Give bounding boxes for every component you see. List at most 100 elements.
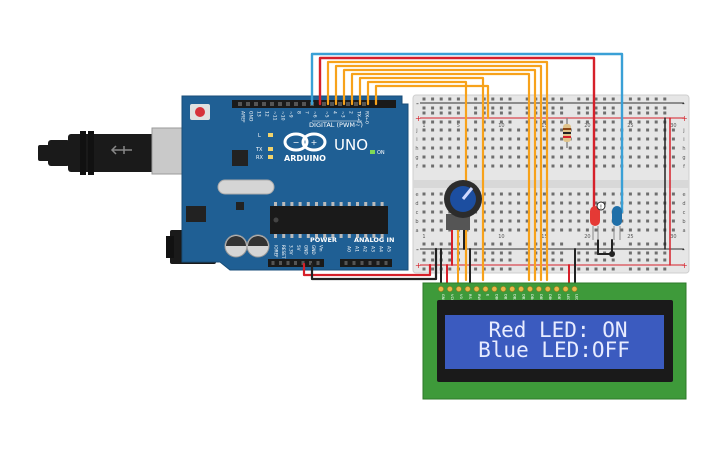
digital-pin[interactable] bbox=[278, 102, 282, 106]
svg-text:+: + bbox=[415, 114, 422, 123]
digital-pin[interactable] bbox=[286, 102, 290, 106]
breadboard-rail-signs: ++ ++ bbox=[415, 114, 688, 270]
digital-pin[interactable] bbox=[354, 102, 358, 106]
breadboard-row-letter: h bbox=[682, 146, 685, 152]
digital-pin-label: 12 bbox=[264, 111, 270, 117]
lcd-pin-label: DB2 bbox=[512, 294, 516, 302]
svg-text:−: − bbox=[293, 138, 300, 147]
lcd-pin[interactable] bbox=[571, 286, 578, 292]
digital-pin[interactable] bbox=[302, 102, 306, 106]
power-pin[interactable] bbox=[316, 261, 320, 265]
analog-pin[interactable] bbox=[368, 261, 372, 265]
digital-pin[interactable] bbox=[246, 102, 250, 106]
digital-pin[interactable] bbox=[270, 102, 274, 106]
arduino-model: UNO bbox=[334, 136, 368, 154]
breadboard-row-letter: a bbox=[682, 228, 685, 234]
power-pin[interactable] bbox=[286, 261, 290, 265]
lcd-line-1: Red LED: ON bbox=[488, 318, 627, 342]
lcd-pin[interactable] bbox=[464, 286, 471, 292]
lcd-pin[interactable] bbox=[536, 286, 542, 292]
digital-pin[interactable] bbox=[346, 102, 350, 106]
lcd-pin-label: VCC bbox=[450, 294, 454, 302]
breadboard-row-letter: a bbox=[415, 228, 418, 234]
lcd-pin[interactable] bbox=[553, 286, 560, 292]
lcd-pin[interactable] bbox=[544, 286, 551, 292]
lcd-pin[interactable] bbox=[562, 286, 569, 292]
digital-pin[interactable] bbox=[322, 102, 326, 106]
analog-pin-label: A1 bbox=[354, 246, 360, 252]
digital-pin[interactable] bbox=[338, 102, 342, 106]
digital-pin-label: ~9 bbox=[288, 111, 294, 118]
analog-pin[interactable] bbox=[376, 261, 380, 265]
svg-text:+: + bbox=[681, 261, 688, 270]
lcd-pin[interactable] bbox=[491, 286, 498, 292]
lcd-pin[interactable] bbox=[455, 286, 462, 292]
power-pin[interactable] bbox=[309, 261, 312, 265]
wire-orange-5 bbox=[358, 76, 485, 282]
breadboard-column-number: 5 bbox=[457, 123, 460, 129]
svg-text:!: ! bbox=[600, 204, 602, 211]
digital-pin-label: ~11 bbox=[272, 111, 278, 121]
analog-pin[interactable] bbox=[344, 261, 348, 265]
l-label: L bbox=[258, 133, 261, 139]
lcd-pin[interactable] bbox=[482, 286, 489, 292]
potentiometer-icon[interactable] bbox=[444, 180, 482, 230]
power-pin[interactable] bbox=[279, 261, 282, 265]
lcd-pin[interactable] bbox=[509, 286, 516, 292]
digital-pin[interactable] bbox=[238, 102, 242, 106]
digital-pin-label: TX→1 bbox=[356, 110, 362, 124]
breadboard-row-letter: h bbox=[415, 146, 418, 152]
capacitor-icon bbox=[224, 234, 270, 258]
power-pin-label: 3.3V bbox=[289, 245, 294, 255]
digital-pin[interactable] bbox=[294, 102, 298, 106]
svg-text:+: + bbox=[415, 261, 422, 270]
breadboard-row-letter: e bbox=[415, 192, 418, 198]
svg-text:-: - bbox=[416, 245, 419, 254]
lcd-pin[interactable] bbox=[518, 286, 524, 292]
digital-pin-label: 4 bbox=[332, 111, 338, 114]
lcd-pin[interactable] bbox=[473, 286, 480, 292]
digital-pin-label: ~3 bbox=[340, 111, 346, 118]
svg-text:-: - bbox=[682, 99, 685, 108]
blue-led-icon[interactable] bbox=[612, 206, 622, 240]
power-pin-label: IOREF bbox=[274, 245, 279, 258]
digital-pin-label: AREF bbox=[240, 111, 246, 123]
power-pin-label: 5V bbox=[296, 245, 301, 251]
digital-pin[interactable] bbox=[254, 102, 258, 106]
power-pin[interactable] bbox=[294, 261, 297, 265]
power-pin[interactable] bbox=[301, 261, 305, 265]
lcd-pin-label: RW bbox=[477, 294, 481, 300]
digital-pin-label: 8 bbox=[296, 111, 302, 114]
lcd-pin[interactable] bbox=[527, 286, 533, 292]
lcd-pin-label: RS bbox=[468, 294, 472, 299]
lcd-pin-label: GND bbox=[441, 294, 445, 302]
power-pin-label: RESET bbox=[281, 245, 286, 259]
red-led-icon[interactable]: ! bbox=[590, 201, 606, 240]
lcd-pin[interactable] bbox=[500, 286, 507, 292]
breadboard-column-number: 10 bbox=[498, 123, 504, 129]
breadboard-row-letter: c bbox=[416, 210, 419, 216]
digital-pin[interactable] bbox=[330, 102, 334, 106]
reset-button[interactable] bbox=[190, 104, 210, 120]
breadboard-column-number: 10 bbox=[498, 234, 504, 240]
svg-text:+: + bbox=[311, 138, 318, 147]
digital-pin[interactable] bbox=[262, 102, 266, 106]
lcd-pin[interactable] bbox=[438, 286, 444, 292]
arduino-brand: ARDUINO bbox=[284, 154, 326, 163]
power-pin[interactable] bbox=[271, 261, 275, 265]
analog-pin[interactable] bbox=[360, 261, 364, 265]
analog-pin[interactable] bbox=[352, 261, 356, 265]
analog-pin[interactable] bbox=[384, 261, 388, 265]
resistor-icon bbox=[563, 118, 571, 148]
digital-pin-label: 13 bbox=[256, 111, 262, 117]
power-pin-label: GND bbox=[304, 245, 309, 255]
analog-pin-label: A0 bbox=[346, 246, 352, 252]
digital-pin[interactable] bbox=[362, 102, 366, 106]
power-pin-label: Vin bbox=[319, 245, 324, 252]
lcd-pin[interactable] bbox=[446, 286, 453, 292]
